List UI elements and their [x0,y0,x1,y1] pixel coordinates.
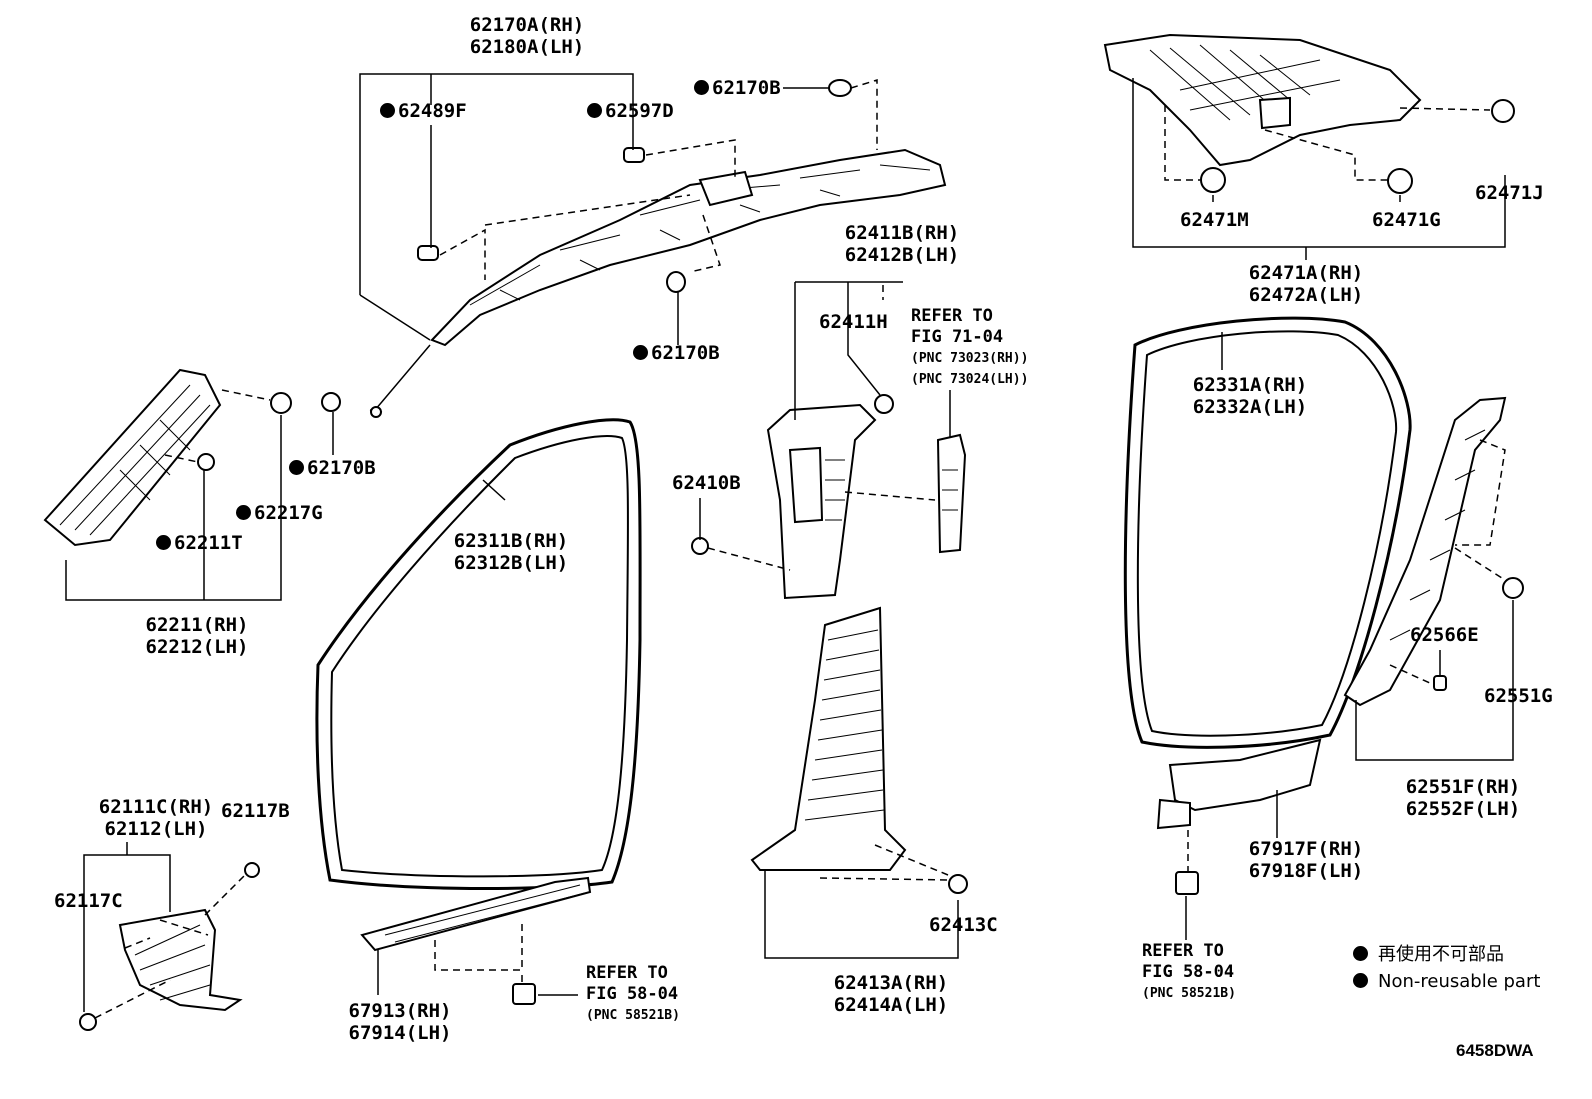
clip-62217g-shape [270,392,292,414]
label-line-lh: 62180A(LH) [469,36,585,58]
legend-row-en: Non-reusable part [1353,968,1540,995]
label-clip-62211t: 62211T [156,532,243,554]
label-quarter-trim-upper: 62471A(RH) 62472A(LH) [1248,262,1364,306]
label-clip-62551g: 62551G [1484,685,1553,707]
clip-62471g-shape [1387,168,1413,194]
rear-door-weatherstrip-part [1123,316,1412,749]
label-clip-62170b-top: 62170B [694,77,781,99]
quarter-trim-upper-part [1103,33,1422,167]
ref-fig-71-04: REFER TO FIG 71-04 (PNC 73023(RH)) (PNC … [911,306,1029,387]
non-reusable-dot-icon [156,535,171,550]
b-pillar-upper-part [766,403,877,600]
label-clip-62411h: 62411H [819,311,888,333]
non-reusable-dot-icon [633,345,648,360]
non-reusable-dot-icon [236,505,251,520]
clip-62170b-left-shape [321,392,341,412]
clip-62489f-shape [417,245,439,261]
non-reusable-dot-icon [380,103,395,118]
clip-62413c-shape [948,874,968,894]
clip-62117b-shape [244,862,260,878]
diagram-code: 6458DWA [1456,1041,1534,1060]
label-a-pillar-lower: 62211(RH) 62212(LH) [145,614,249,658]
front-scuff-plate-part [360,876,592,952]
clip-scuff-rear-shape [1175,871,1199,895]
label-b-pillar-lower: 62413A(RH) 62414A(LH) [833,972,949,1016]
clip-62471j-shape [1491,99,1515,123]
label-clip-62597d: 62597D [587,100,674,122]
label-clip-62170b-left: 62170B [289,457,376,479]
ref-fig-58-04-rear: REFER TO FIG 58-04 (PNC 58521B) [1142,941,1236,1001]
non-reusable-dot-icon [289,460,304,475]
clip-62170b-mid-shape [666,271,686,293]
label-rear-door-weatherstrip: 62331A(RH) 62332A(LH) [1192,374,1308,418]
seatbelt-cover-part [936,433,967,554]
clip-62566e-shape [1433,675,1447,691]
rear-scuff-plate-part [1156,738,1322,830]
label-clip-62413c: 62413C [929,914,998,936]
label-clip-62170b-mid: 62170B [633,342,720,364]
clip-62211t-shape [197,453,215,471]
label-line-rh: 62170A(RH) [469,14,585,36]
label-clip-62471g: 62471G [1372,209,1441,231]
clip-62551g-shape [1502,577,1524,599]
clip-62411h-shape [874,394,894,414]
clip-62471m-shape [1200,167,1226,193]
non-reusable-dot-icon [587,103,602,118]
label-clip-62489f: 62489F [380,100,467,122]
ref-fig-58-04-front: REFER TO FIG 58-04 (PNC 58521B) [586,963,680,1023]
b-pillar-lower-part [750,606,907,871]
clip-scuff-front-shape [512,983,536,1005]
c-pillar-lower-part [1343,396,1507,707]
clip-62410b-shape [691,537,709,555]
a-pillar-garnish-part [369,148,947,418]
label-clip-62471m: 62471M [1180,209,1249,231]
non-reusable-dot-icon [1353,946,1368,961]
label-rear-scuff-plate: 67917F(RH) 67918F(LH) [1248,838,1364,882]
label-c-pillar-lower: 62551F(RH) 62552F(LH) [1405,776,1521,820]
label-clip-62117b: 62117B [221,800,290,822]
label-clip-62217g: 62217G [236,502,323,524]
label-clip-62471j: 62471J [1475,182,1544,204]
clip-62597d-shape [623,147,645,163]
non-reusable-dot-icon [1353,973,1368,988]
label-clip-62410b: 62410B [672,472,741,494]
clip-62117c-shape [79,1013,97,1031]
label-clip-62117c: 62117C [54,890,123,912]
label-front-door-weatherstrip: 62311B(RH) 62312B(LH) [453,530,569,574]
cowl-side-trim-part [118,908,243,1012]
legend: 再使用不可部品 Non-reusable part [1353,941,1540,995]
a-pillar-lower-part [43,368,222,547]
clip-62170b-top-shape [828,79,852,97]
legend-row-jp: 再使用不可部品 [1353,941,1540,968]
label-b-pillar-upper: 62411B(RH) 62412B(LH) [844,222,960,266]
label-cowl-side-trim: 62111C(RH) 62112(LH) [98,796,214,840]
front-door-weatherstrip-part [315,418,642,890]
label-a-pillar-garnish-assy: 62170A(RH) 62180A(LH) [470,14,584,58]
label-front-scuff-plate: 67913(RH) 67914(LH) [348,1000,452,1044]
label-clip-62566e: 62566E [1410,624,1479,646]
non-reusable-dot-icon [694,80,709,95]
